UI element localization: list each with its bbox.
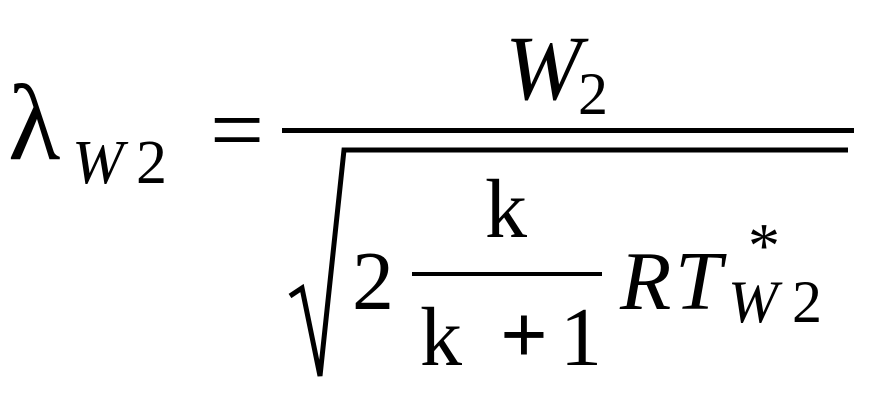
t-subscript-num: 2 [792,269,822,335]
inner-fraction-bar [412,272,602,276]
inner-denominator-k: k [420,291,462,384]
numerator-subscript: 2 [578,61,608,127]
lhs-subscript-var: W [72,129,124,197]
var-r: R [620,235,672,328]
denominator-coefficient: 2 [352,235,394,328]
lhs-subscript-num: 2 [136,129,167,197]
inner-denominator-one: 1 [560,291,602,384]
t-superscript-star: * [748,210,780,281]
inner-numerator-k: k [485,163,527,256]
t-subscript-var: W [728,269,778,335]
equals-sign: = [210,76,265,183]
numerator-var: W [505,17,582,119]
var-t: T [675,235,722,328]
inner-denominator-plus: + [500,289,548,382]
main-fraction-bar [282,128,854,133]
lambda-symbol: λ [8,64,61,183]
